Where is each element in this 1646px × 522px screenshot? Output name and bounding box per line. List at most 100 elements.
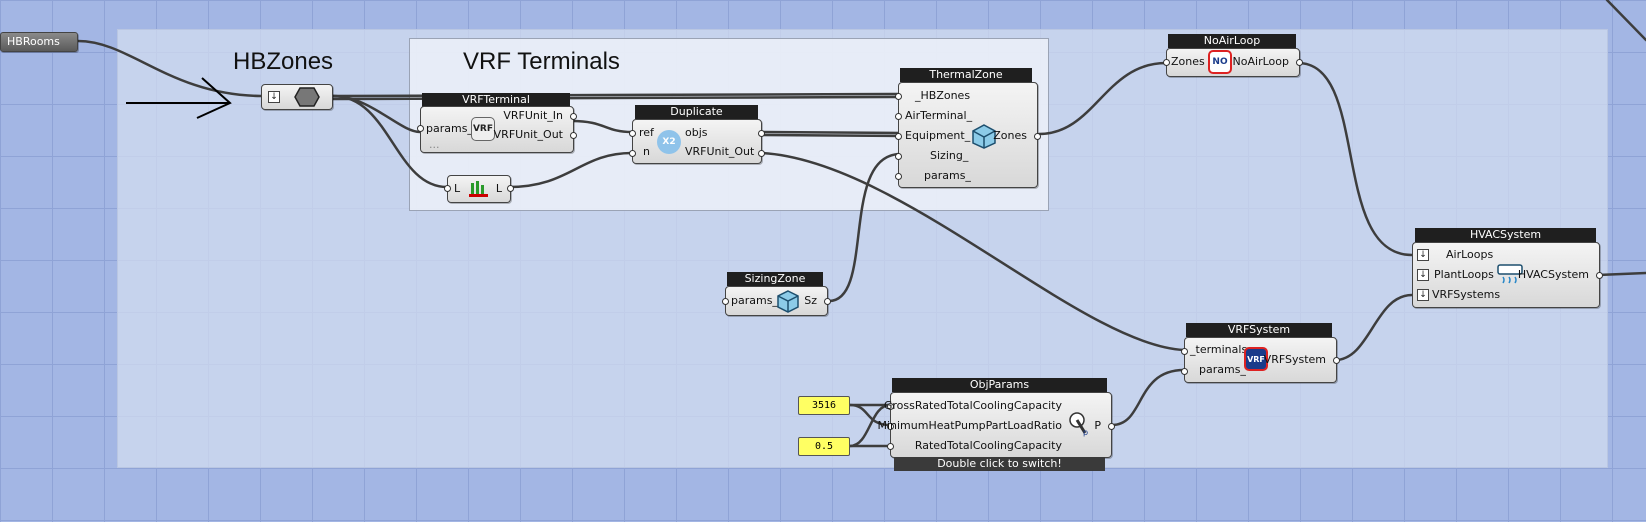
value-panel[interactable]: 0.5: [798, 437, 850, 456]
arrow-icon: [126, 77, 232, 119]
vrfsystem-component[interactable]: _terminals params_ VRF VRFSystem: [1181, 337, 1340, 383]
flatten-icon: ↓: [268, 91, 280, 103]
duplicate-title: Duplicate: [635, 105, 758, 119]
wire: [759, 130, 902, 135]
objparams-footer[interactable]: Double click to switch!: [894, 457, 1105, 471]
input-port[interactable]: [895, 93, 902, 100]
list-length-component[interactable]: L L: [444, 175, 514, 203]
output-port[interactable]: [758, 150, 765, 157]
sizingzone-input: params_: [731, 294, 778, 307]
input-port[interactable]: [722, 298, 729, 305]
list-length-icon: [469, 181, 488, 197]
ac-unit-icon: [1497, 264, 1523, 284]
vrfsystem-input-params: params_: [1199, 363, 1246, 376]
vrfsystem-input-terminals: _terminals: [1190, 343, 1248, 356]
vrfsystem-title: VRFSystem: [1186, 323, 1332, 337]
thermalzone-input-sizing: Sizing_: [930, 149, 969, 162]
vrfsystem-output: VRFSystem: [1263, 353, 1326, 366]
thermalzone-output: Zones: [993, 129, 1027, 142]
input-port[interactable]: [417, 125, 424, 132]
hvacsystem-component[interactable]: ↓ ↓ ↓ AirLoops PlantLoops VRFSystems HVA…: [1412, 242, 1603, 308]
duplicate-input-n: n: [643, 145, 650, 158]
hvacsystem-input-plantloops: PlantLoops: [1434, 268, 1494, 281]
wire: [1110, 368, 1186, 427]
hvacsystem-input-airloops: AirLoops: [1446, 248, 1494, 261]
vrfterminal-component[interactable]: params_ VRF VRFUnit_In VRFUnit_Out ...: [417, 106, 577, 153]
wire: [1605, 0, 1646, 42]
output-port[interactable]: [1596, 272, 1603, 279]
noairloop-component[interactable]: Zones NO NoAirLoop: [1163, 48, 1303, 77]
wire: [331, 95, 902, 101]
vrf-terminal-icon: VRF: [471, 117, 495, 141]
hbzones-param[interactable]: ↓: [261, 84, 333, 110]
flatten-icon: ↓: [1417, 269, 1429, 281]
input-port[interactable]: [1181, 368, 1188, 375]
objparams-input-minimum: MinimumHeatPumpPartLoadRatio: [877, 419, 1062, 432]
output-port[interactable]: [824, 298, 831, 305]
input-port[interactable]: [895, 153, 902, 160]
input-port[interactable]: [629, 130, 636, 137]
hvacsystem-output: HVACSystem: [1517, 268, 1589, 281]
vrfterminal-output-2: VRFUnit_Out: [493, 128, 563, 141]
noairloop-title: NoAirLoop: [1168, 34, 1296, 48]
output-port[interactable]: [570, 113, 577, 120]
duplicate-output-vrfunit: VRFUnit_Out: [685, 145, 755, 158]
wire: [76, 39, 263, 98]
output-port[interactable]: [507, 185, 514, 192]
input-port[interactable]: [1181, 348, 1188, 355]
wire: [1333, 293, 1414, 362]
objparams-title: ObjParams: [892, 378, 1107, 392]
input-port[interactable]: [629, 150, 636, 157]
vrfterminal-input: params_: [426, 122, 473, 135]
flatten-icon: ↓: [1417, 289, 1429, 301]
wire: [1296, 61, 1414, 257]
duplicate-icon: X2: [657, 130, 681, 154]
wire: [570, 119, 634, 134]
wire: [507, 151, 634, 189]
output-port[interactable]: [570, 132, 577, 139]
hvacsystem-title: HVACSystem: [1415, 228, 1596, 242]
vrf-system-icon: VRF: [1244, 347, 1268, 371]
hexagon-icon: [294, 87, 320, 107]
wire: [848, 403, 892, 427]
hbrooms-label: HBRooms: [7, 35, 60, 48]
output-port[interactable]: [758, 130, 765, 137]
output-port[interactable]: [1108, 423, 1115, 430]
vrfterminal-output-1: VRFUnit_In: [503, 109, 563, 122]
input-port[interactable]: [887, 423, 894, 430]
objparams-input-rated: RatedTotalCoolingCapacity: [914, 439, 1062, 452]
more-indicator: ...: [429, 138, 440, 151]
duplicate-component[interactable]: ref n X2 objs VRFUnit_Out: [629, 119, 765, 164]
output-port[interactable]: [1333, 357, 1340, 364]
noairloop-output: NoAirLoop: [1232, 55, 1289, 68]
vrf-terminals-group-title: VRF Terminals: [463, 48, 620, 75]
input-port[interactable]: [887, 443, 894, 450]
thermalzone-title: ThermalZone: [900, 68, 1032, 82]
duplicate-input-ref: ref: [639, 126, 654, 139]
output-port[interactable]: [1296, 59, 1303, 66]
objparams-component[interactable]: GrossRatedTotalCoolingCapacity MinimumHe…: [877, 392, 1115, 458]
noairloop-input: Zones: [1171, 55, 1205, 68]
no-air-loop-icon: NO: [1208, 50, 1232, 74]
input-port[interactable]: [887, 403, 894, 410]
hbrooms-parameter[interactable]: HBRooms: [0, 32, 78, 52]
input-port[interactable]: [444, 185, 451, 192]
svg-text:p: p: [1083, 428, 1088, 437]
sizingzone-component[interactable]: params_ Sz: [722, 286, 831, 316]
wrench-icon: p: [1069, 412, 1088, 437]
length-input: L: [454, 182, 461, 195]
input-port[interactable]: [895, 113, 902, 120]
input-port[interactable]: [895, 173, 902, 180]
wire: [331, 94, 422, 134]
input-port[interactable]: [895, 133, 902, 140]
objparams-input-gross: GrossRatedTotalCoolingCapacity: [883, 399, 1062, 412]
wire: [331, 92, 902, 98]
input-port[interactable]: [1163, 59, 1170, 66]
thermalzone-component[interactable]: _HBZones AirTerminal_ Equipment_ Sizing_…: [895, 82, 1041, 188]
output-port[interactable]: [1034, 133, 1041, 140]
sizingzone-title: SizingZone: [727, 272, 823, 286]
value-panel[interactable]: 3516: [798, 396, 850, 415]
thermalzone-input-params: params_: [924, 169, 971, 182]
vrfterminal-title: VRFTerminal: [422, 93, 570, 107]
